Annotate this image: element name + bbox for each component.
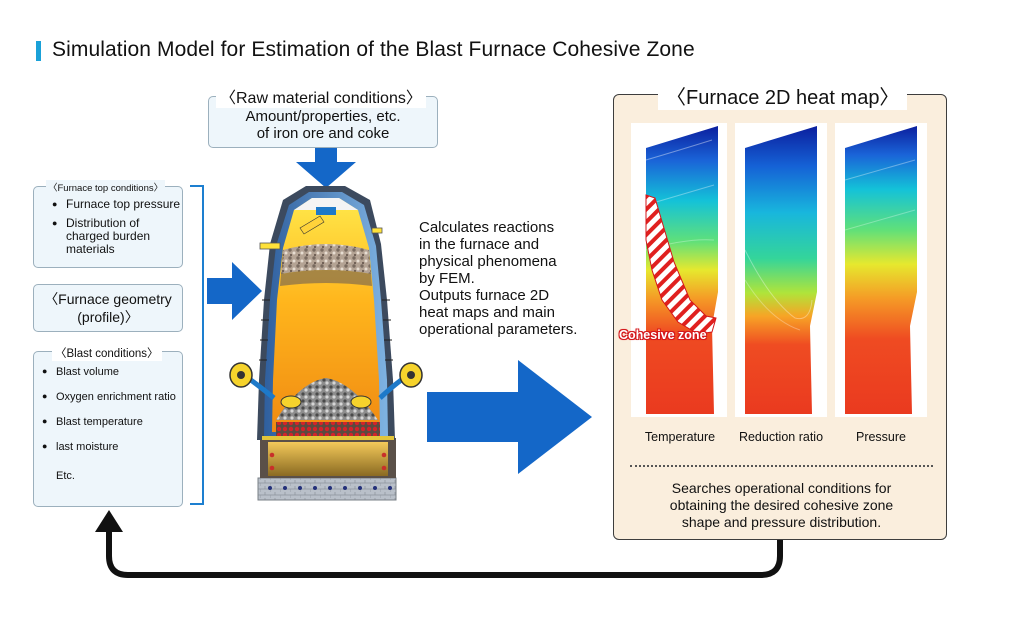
blast-furnace-illustration: [229, 186, 423, 501]
cohesive-zone-label: Cohesive zone: [619, 328, 707, 342]
furnace-geometry-line-1: 〈Furnace geometry: [44, 291, 172, 307]
furnace-top-heading: 〈Furnace top conditions〉: [46, 180, 166, 194]
calc-line-5: Outputs furnace 2D: [419, 287, 550, 304]
dotted-divider: [630, 465, 933, 467]
search-line-1: Searches operational conditions for: [671, 480, 892, 496]
calc-line-1: Calculates reactions: [419, 219, 555, 236]
raw-material-heading: 〈Raw material conditions〉: [216, 84, 426, 108]
raw-material-line-2: of iron ore and coke: [256, 125, 390, 142]
arrow-into-furnace: [207, 262, 262, 320]
feedback-loop-arrowhead: [95, 510, 123, 532]
search-line-3: shape and pressure distribution.: [681, 514, 882, 530]
calc-line-2: in the furnace and: [419, 236, 540, 253]
cohesive-zone-region: [645, 194, 717, 335]
blast-item-moisture: last moisture: [42, 441, 182, 466]
left-bracket: [190, 185, 204, 505]
furnace-geometry-line-2: (profile)〉: [77, 309, 139, 325]
caption-pressure: Pressure: [855, 430, 907, 444]
raw-material-line-1: Amount/properties, etc.: [245, 108, 401, 125]
blast-item-temperature: Blast temperature: [42, 416, 182, 441]
furnace-top-item-distribution: Distribution of charged burden materials: [52, 217, 182, 256]
calc-line-7: operational parameters.: [419, 321, 578, 338]
title-accent-bar: [36, 41, 41, 61]
page-title: Simulation Model for Estimation of the B…: [52, 38, 695, 61]
heatmap-panel-heading: 〈Furnace 2D heat map〉: [658, 81, 908, 110]
blast-item-oxygen: Oxygen enrichment ratio: [42, 391, 182, 416]
heatmap-temperature: [631, 123, 727, 417]
caption-reduction-ratio: Reduction ratio: [738, 430, 824, 444]
blast-item-volume: Blast volume: [42, 366, 182, 391]
feedback-loop-arrow: [106, 530, 783, 578]
calc-line-6: heat maps and main: [419, 304, 555, 321]
blast-etc: Etc.: [56, 470, 75, 482]
heatmap-pressure: [835, 123, 927, 417]
arrow-to-heatmap: [427, 360, 592, 474]
calc-line-4: by FEM.: [419, 270, 475, 287]
calc-line-3: physical phenomena: [419, 253, 557, 270]
caption-temperature: Temperature: [644, 430, 716, 444]
furnace-top-item-pressure: Furnace top pressure: [52, 198, 182, 212]
furnace-geometry-box: 〈Furnace geometry (profile)〉: [33, 284, 183, 332]
search-description: Searches operational conditions for obta…: [630, 480, 933, 531]
heatmap-reduction-ratio: [735, 123, 827, 417]
arrow-raw-material-down: [296, 148, 356, 188]
calculation-description: Calculates reactions in the furnace and …: [419, 219, 577, 338]
blast-conditions-heading: 〈Blast conditions〉: [52, 345, 162, 361]
search-line-2: obtaining the desired cohesive zone: [669, 497, 894, 513]
